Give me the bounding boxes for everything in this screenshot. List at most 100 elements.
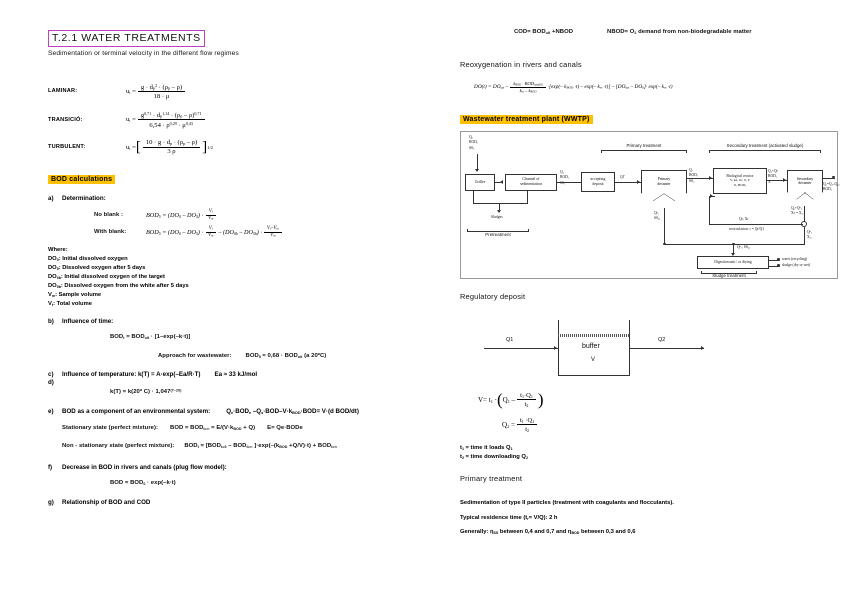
where-title: Where: [48,247,68,254]
qr-label: Qr, Xr [739,216,749,221]
deposit-to-primary-line [615,181,641,183]
secondary-inlet-arrow-icon [783,177,786,182]
non-stationary-label: Non - stationary state (perfect mixture)… [62,442,175,449]
buffer-volume-label: V [591,356,596,363]
item-c-influence-temperature: c) Influence of temperature: k(T) = A·ex… [48,371,428,378]
item-f-title: Decrease in BOD in rivers and canals (pl… [62,464,227,472]
item-c-extra: Ea ≈ 33 kJ/mol [214,370,258,378]
sludge-treatment-brace [701,270,757,274]
with-blank-label: With blank: [94,229,127,236]
primary-treatment-brace [601,149,687,153]
regime-equation-turbulent: ut = [ 10 · g · dp · (ρp – ρ) 3 ρ ]1/2 [126,139,213,156]
nbod-equation: NBOD= O2 demand from non-biodegradable m… [607,29,752,35]
item-d-equation: k(T) = k(20º C) · 1,047(T–20) [110,387,182,395]
item-c-marker: c) [48,370,54,378]
where-item-3: DO5b: Dissolved oxygen from the white af… [48,283,189,290]
digestion-arrow-icon [731,252,735,256]
item-a-marker: a) [48,195,54,203]
sludge-out-label: sludge (dry or wet) [782,262,811,267]
item-b-influence-time: b) Influence of time: [48,318,428,325]
recirculation-line [709,223,803,225]
item-e-title: BOD as a component of an environmental s… [62,408,211,416]
pretreat-collect-line [473,202,528,204]
effluent-line [823,177,835,179]
regime-label-turbulent: TURBULENT: [48,144,86,151]
primary-treatment-label: Primary treatment [626,142,662,148]
bod-calculations-header: BOD calculations [48,175,116,185]
buffer-tank-diagram: buffer V Q1 Q2 [460,310,760,388]
bio-to-secondary-line [767,179,787,181]
item-f-decrease-bod: f) Decrease in BOD in rivers and canals … [48,464,428,471]
item-g-relationship: g) Relationship of BOD and COD [48,499,428,506]
sludges-arrow-icon [497,209,501,213]
approach-label: Approach for wastewater: [158,352,232,359]
water-out-dot [777,258,780,261]
cod-equation: COD= BODult +NBOD [514,29,574,35]
grilles-to-channel-line [495,181,501,183]
item-g-title: Relationship of BOD and COD [62,498,151,506]
item-g-marker: g) [48,498,54,506]
primary-inlet-arrow-icon [637,179,640,184]
primary-treatment-heading: Primary treatment [460,474,523,484]
regime-label-transicio: TRANSICIÓ: [48,116,83,123]
secondary-treatment-brace [709,149,821,153]
where-item-1: DO5: Dissolved oxygen after 5 days [48,265,146,272]
primary-to-bio-line [687,177,713,179]
pretreatment-brace [467,228,529,232]
digestion-unit-box: Digestion unit / or drying [697,255,769,269]
right-column: COD= BODult +NBOD NBOD= O2 demand from n… [460,28,840,540]
item-a-determination: a) Determination: [48,195,428,202]
flow-regimes-block: LAMINAR: ut = g · dp2 · (ρp – ρ) 18 · μ … [48,83,428,155]
no-blank-label: No blank : [94,212,123,219]
buffer-label: buffer [582,342,600,350]
q1-prime-label: Q1' [620,174,626,179]
regime-transicio: TRANSICIÓ: ut = g0,71 · dp1,14 · (ρp – ρ… [48,111,428,128]
to-digestion-line [733,243,734,255]
regime-equation-transicio: ut = g0,71 · dp1,14 · (ρp – ρ)0,71 6,54 … [126,111,207,128]
item-f-equation: BOD = BOD0 · exp(–k·t) [110,480,176,487]
item-b-title: Influence of time: [62,318,114,326]
approach-equation: BOD5 ≈ 0,68 · BODult (a 20ºC) [245,352,327,359]
stationary-tail: E= Qe·BODe [267,425,303,432]
inlet-arrow-icon [475,168,479,172]
q1-inflow-line [484,347,558,349]
secondary-underflow-line [804,205,805,223]
channel-to-deposit-line [557,181,581,183]
primary-note-0: Sedimentation of type II particles (trea… [460,500,674,507]
regime-label-laminar: LAMINAR: [48,88,78,95]
biological-reactor-box: Biological reactor V, kd, θc, θ, Y X, BO… [713,167,767,194]
secondary-treatment-label: Secondary treatment (activated sludge) [726,142,804,148]
q1-label: Q1BOD1SS1 [560,169,569,186]
pretreatment-label: Pretreatment [485,231,511,237]
sludges-mid-label: Sludges [491,214,503,219]
grilles-drop-line [473,190,474,203]
reoxygenation-heading: Reoxygenation in rivers and canals [460,59,582,69]
channel-drop-line [527,190,528,203]
item-e-environmental-system: e) BOD as a component of an environmenta… [48,408,428,415]
page-subtitle: Sedimentation or terminal velocity in th… [48,50,239,57]
item-e-marker: e) [48,408,54,416]
item-b-equation: BODt = BODult · [1–exp(–k·t)] [110,334,191,341]
stationary-state-row: Stationary state (perfect mixture): BOD … [62,424,428,433]
primary-underflow-line [664,207,665,244]
regime-laminar: LAMINAR: ut = g · dp2 · (ρp – ρ) 18 · μ [48,83,428,100]
inlet-line [477,153,478,171]
non-stationary-state-row: Non - stationary state (perfect mixture)… [62,442,428,451]
water-out-line [769,259,779,261]
grilles-box: Grilles [465,173,495,191]
t1-note: t1 = time it loads Q1 [460,444,513,451]
water-recycling-label: water (recycling) [782,256,808,261]
